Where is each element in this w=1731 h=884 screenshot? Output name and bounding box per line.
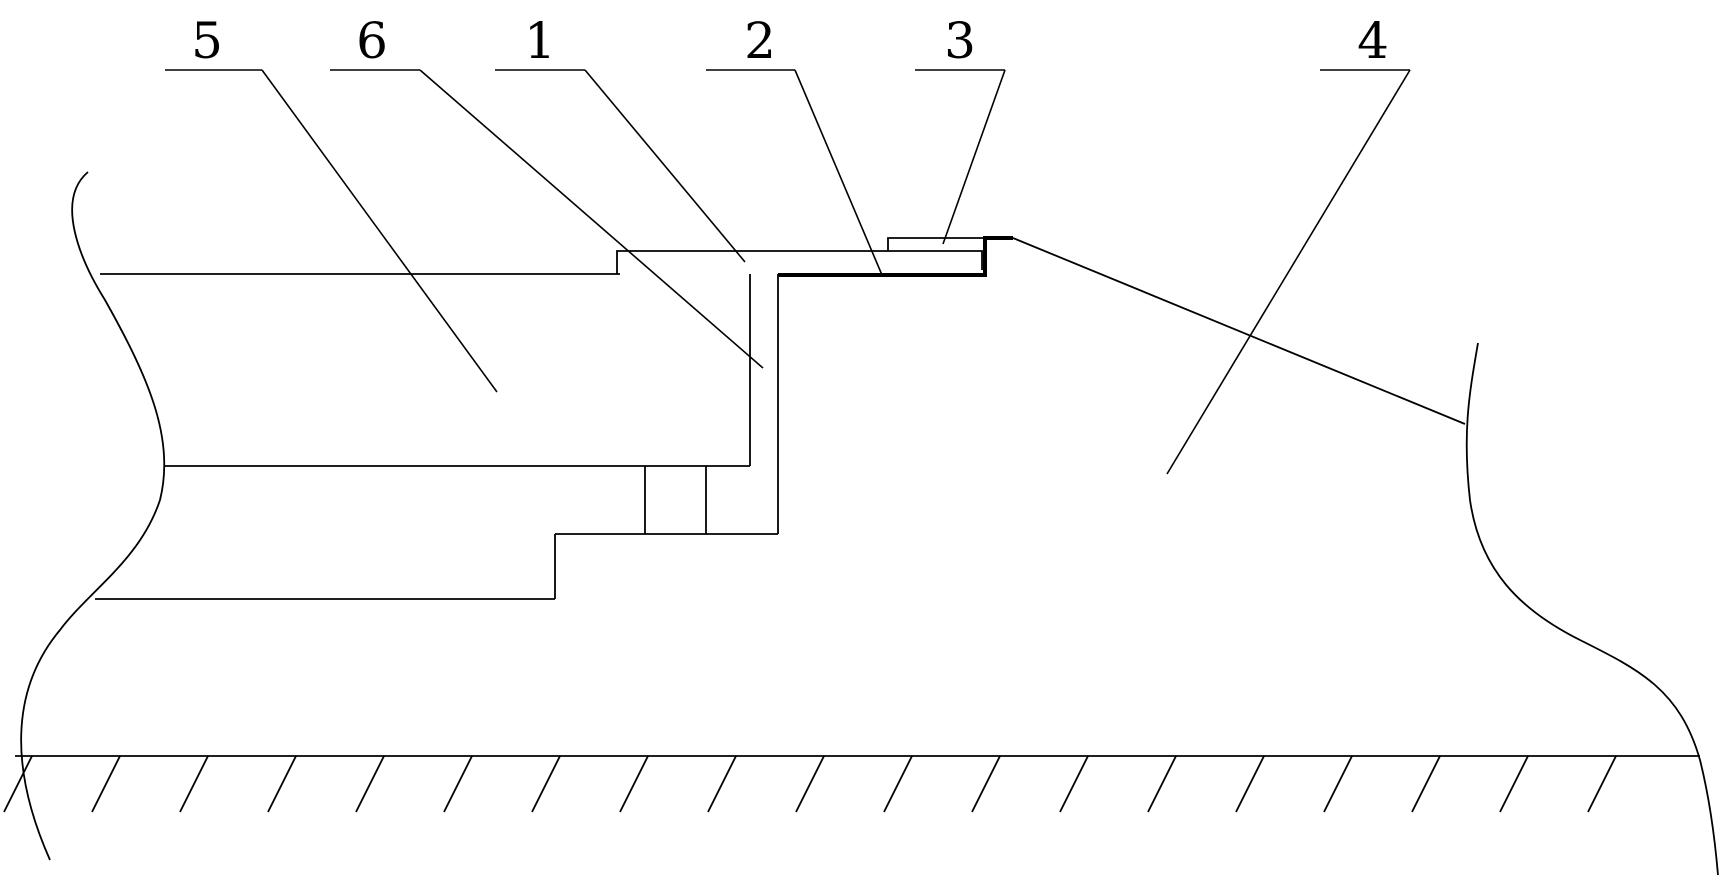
hatch-mark bbox=[1499, 755, 1529, 813]
label-5: 5 bbox=[191, 12, 223, 70]
label-6: 6 bbox=[356, 12, 388, 70]
hatch-mark bbox=[971, 755, 1001, 813]
hatch-mark bbox=[355, 755, 385, 813]
label-1: 1 bbox=[524, 12, 556, 70]
ground-hatching bbox=[3, 755, 1700, 813]
hatch-mark bbox=[531, 755, 561, 813]
hatch-mark bbox=[1235, 755, 1265, 813]
hatch-mark bbox=[3, 755, 33, 813]
part-2-sheet bbox=[778, 236, 1013, 277]
part-3-plate bbox=[887, 237, 985, 251]
hatch-mark bbox=[707, 755, 737, 813]
labels: 5 6 1 2 3 4 bbox=[191, 12, 1389, 70]
label-2: 2 bbox=[744, 12, 776, 70]
hatch-mark bbox=[883, 755, 913, 813]
hatch-mark bbox=[1147, 755, 1177, 813]
hatch-mark bbox=[443, 755, 473, 813]
part-4-slope bbox=[1012, 237, 1719, 876]
hatch-mark bbox=[1059, 755, 1089, 813]
label-4: 4 bbox=[1357, 12, 1389, 70]
part-5-structure bbox=[20, 171, 778, 861]
hatch-mark bbox=[795, 755, 825, 813]
hatch-mark bbox=[619, 755, 649, 813]
part-1-plate bbox=[616, 250, 983, 274]
hatch-mark bbox=[1411, 755, 1441, 813]
hatch-mark bbox=[267, 755, 297, 813]
hatch-mark bbox=[91, 755, 121, 813]
hatch-mark bbox=[179, 755, 209, 813]
hatch-mark bbox=[1587, 755, 1617, 813]
hatch-mark bbox=[1323, 755, 1353, 813]
label-3: 3 bbox=[944, 12, 976, 70]
leaders bbox=[165, 69, 1411, 475]
